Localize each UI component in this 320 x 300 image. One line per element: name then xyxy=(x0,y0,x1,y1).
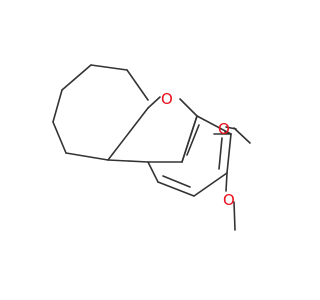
bond xyxy=(181,115,198,163)
bond xyxy=(233,201,236,231)
oxygen-label-methoxy-upper: O xyxy=(218,120,230,138)
cycloheptane-ring xyxy=(52,64,149,161)
bond xyxy=(52,121,67,154)
double-bond-inner xyxy=(186,124,200,156)
bond xyxy=(52,89,63,123)
bond xyxy=(126,69,149,101)
molecule-drawing: O O O xyxy=(52,64,251,231)
bond xyxy=(65,152,109,161)
bond xyxy=(179,98,198,117)
oxygen-label-ring: O xyxy=(161,90,173,108)
bond xyxy=(107,159,149,163)
double-bond-inner xyxy=(162,175,191,188)
methoxy-upper xyxy=(213,126,251,144)
bond xyxy=(157,181,195,197)
bond xyxy=(224,131,232,135)
bond xyxy=(226,133,232,174)
bond xyxy=(196,115,232,135)
bond xyxy=(147,96,161,109)
bond xyxy=(107,107,149,161)
bond xyxy=(147,161,159,183)
bond xyxy=(193,172,228,197)
bond xyxy=(225,172,228,192)
bond xyxy=(233,127,251,144)
bond xyxy=(90,64,128,71)
methoxy-lower xyxy=(225,172,236,231)
furan-ring xyxy=(107,96,198,163)
double-bond-inner xyxy=(218,137,223,170)
oxygen-label-methoxy-lower: O xyxy=(223,191,235,209)
molecule-svg: O O O xyxy=(52,64,251,231)
bond xyxy=(61,64,92,91)
benzene-ring xyxy=(147,115,232,197)
